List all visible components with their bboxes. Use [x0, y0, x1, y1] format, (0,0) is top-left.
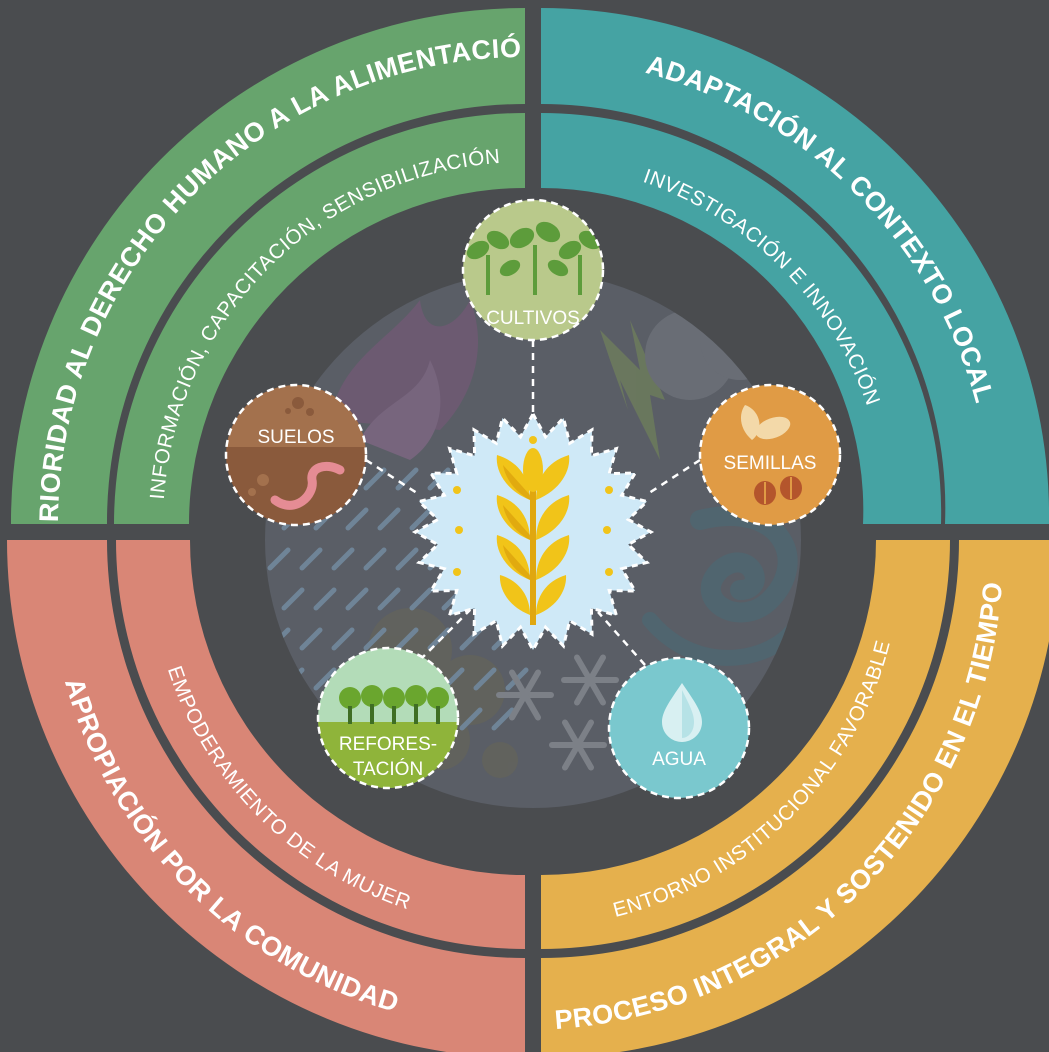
rain-streak	[345, 507, 369, 531]
rain-streak	[427, 627, 451, 651]
rain-streak	[491, 707, 515, 731]
rain-streak	[459, 707, 483, 731]
rain-streak	[395, 547, 419, 571]
rain-streak	[395, 467, 419, 491]
rain-streak	[281, 587, 305, 611]
rain-streak	[363, 467, 387, 491]
bottom-ring-edge-right	[541, 540, 1049, 1052]
node-semillas: SEMILLAS	[698, 383, 842, 527]
inner-ring-top-left	[114, 113, 525, 524]
snowflake	[561, 654, 619, 706]
inner-ring-bottom-left	[116, 540, 525, 949]
snowflake	[496, 669, 554, 721]
rain-streak	[313, 667, 337, 691]
rain-streak	[331, 547, 355, 571]
rain-streak	[331, 627, 355, 651]
rain-streak	[409, 587, 433, 611]
center-badge	[411, 410, 655, 654]
rain-streak	[409, 507, 433, 531]
outer-ring-top-left	[10, 8, 525, 524]
node-suelos: SUELOS	[224, 383, 368, 527]
inner-ring-bottom-right	[541, 540, 950, 949]
rain-streak	[363, 627, 387, 651]
water-drop-icon	[662, 683, 702, 742]
center-dots	[453, 436, 613, 576]
connectors	[365, 340, 701, 666]
rain-streak	[459, 627, 483, 651]
node-label-agua: AGUA	[652, 749, 706, 770]
outer-ring-top-right	[541, 8, 1049, 524]
node-label-reforestacion-1: REFORES-	[339, 734, 437, 755]
snowflake-icon	[496, 654, 619, 771]
bottom-ring-edge	[0, 540, 525, 1052]
node-label-suelos: SUELOS	[257, 427, 334, 448]
wheat-icon	[496, 448, 570, 625]
rain-streak	[377, 587, 401, 611]
rain-streak	[395, 627, 419, 651]
snowflake	[549, 719, 607, 771]
rain-streak	[363, 547, 387, 571]
node-label-cultivos: CULTIVOS	[486, 308, 580, 329]
trees-icon	[339, 685, 449, 724]
rain-streak	[299, 547, 323, 571]
rain-streak	[313, 587, 337, 611]
rain-streak	[345, 587, 369, 611]
node-cultivos: CULTIVOS	[461, 198, 605, 342]
node-agua: AGUA	[607, 656, 751, 800]
worm-icon	[270, 461, 345, 510]
sprouts-icon	[466, 221, 602, 295]
rain-streak	[267, 547, 291, 571]
rain-streak	[473, 667, 497, 691]
node-label-semillas: SEMILLAS	[724, 453, 817, 474]
rain-streak	[377, 507, 401, 531]
node-label-reforestacion-2: TACIÓN	[353, 758, 423, 780]
seeds-icon	[740, 405, 802, 505]
rain-streak	[299, 627, 323, 651]
inner-ring-top-right	[541, 112, 942, 525]
